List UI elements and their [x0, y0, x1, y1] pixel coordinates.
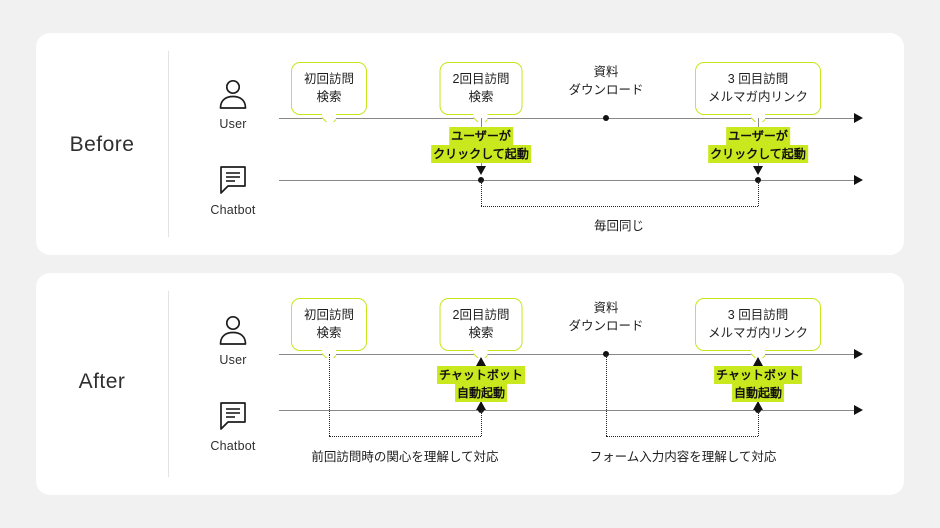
timeline-chatbot-arrowhead	[854, 175, 863, 185]
event-label-line1: 資料	[593, 65, 619, 79]
event-bubble-line1: 2回目訪問	[452, 72, 510, 86]
event-label-3: 資料 ダウンロード	[568, 299, 643, 335]
actor-user: User	[188, 309, 278, 367]
event-bubble-line1: 2回目訪問	[452, 308, 510, 322]
dotted-connector	[329, 354, 330, 436]
event-bubble-2[interactable]: 2回目訪問 検索	[439, 62, 523, 116]
timeline-chatbot-arrowhead	[854, 405, 863, 415]
actor-label-user: User	[219, 353, 247, 367]
user-icon	[188, 309, 278, 351]
timeline-user-arrowhead	[854, 113, 863, 123]
event-bubble-line2: メルマガ内リンク	[707, 90, 809, 105]
chat-bubble-icon	[188, 159, 278, 201]
actor-label-user: User	[219, 117, 247, 131]
event-bubble-1[interactable]: 初回訪問 検索	[290, 62, 368, 116]
flow-arrowhead-up-icon	[753, 401, 763, 410]
event-bubble-line1: 初回訪問	[303, 308, 355, 322]
event-label-line2: ダウンロード	[568, 319, 644, 334]
event-bubble-line2: メルマガ内リンク	[707, 326, 809, 341]
flow-arrowhead-up-icon	[476, 357, 486, 366]
dotted-connector	[758, 180, 759, 206]
flow-arrowhead-up-icon	[753, 357, 763, 366]
panel-divider	[168, 51, 169, 237]
actor-label-chatbot: Chatbot	[210, 439, 256, 453]
timeline-chatbot	[279, 410, 854, 411]
event-bubble-line1: 3 回目訪問	[727, 72, 789, 86]
actor-chatbot: Chatbot	[188, 159, 278, 217]
annotation-line1: チャットボット	[437, 366, 525, 384]
event-bubble-line1: 初回訪問	[303, 72, 355, 86]
flow-arrowhead-up-icon	[476, 401, 486, 410]
chat-bubble-icon	[188, 395, 278, 437]
dotted-connector	[758, 410, 759, 436]
annotation-line2: クリックして起動	[431, 145, 531, 163]
footnote-after-1: 前回訪問時の関心を理解して対応	[311, 450, 499, 464]
dotted-connector	[329, 436, 481, 437]
annotation-highlight-2: チャットボット 自動起動	[714, 366, 802, 402]
annotation-line1: ユーザーが	[449, 127, 513, 145]
event-bubble-4[interactable]: 3 回目訪問 メルマガ内リンク	[694, 62, 822, 116]
flow-arrowhead-down-icon	[753, 166, 763, 175]
annotation-line2: 自動起動	[454, 384, 508, 402]
timeline-chatbot	[279, 180, 854, 181]
user-icon	[188, 73, 278, 115]
event-label-3: 資料 ダウンロード	[568, 63, 643, 99]
timeline-user	[279, 354, 854, 355]
event-bubble-1[interactable]: 初回訪問 検索	[290, 298, 368, 352]
actor-user: User	[188, 73, 278, 131]
timeline-user-arrowhead	[854, 349, 863, 359]
flow-arrowhead-down-icon	[476, 166, 486, 175]
annotation-highlight-2: ユーザーが クリックして起動	[708, 127, 808, 163]
event-label-line2: ダウンロード	[568, 83, 644, 98]
event-dot	[603, 115, 609, 121]
annotation-line2: クリックして起動	[708, 145, 808, 163]
event-bubble-4[interactable]: 3 回目訪問 メルマガ内リンク	[694, 298, 822, 352]
footnote-before: 毎回同じ	[593, 219, 645, 233]
event-bubble-line2: 検索	[316, 90, 342, 105]
annotation-highlight-1: ユーザーが クリックして起動	[431, 127, 531, 163]
dotted-connector	[481, 410, 482, 436]
event-bubble-line2: 検索	[316, 326, 342, 341]
timeline-user	[279, 118, 854, 119]
event-label-line1: 資料	[593, 301, 619, 315]
bubble-tail-icon	[322, 113, 336, 122]
actor-label-chatbot: Chatbot	[210, 203, 256, 217]
panel-divider	[168, 291, 169, 477]
dotted-connector	[606, 354, 607, 436]
panel-title-before: Before	[69, 133, 135, 156]
event-bubble-line2: 検索	[468, 90, 494, 105]
dotted-connector	[606, 436, 758, 437]
annotation-highlight-1: チャットボット 自動起動	[437, 366, 525, 402]
annotation-line1: ユーザーが	[726, 127, 790, 145]
event-bubble-2[interactable]: 2回目訪問 検索	[439, 298, 523, 352]
before-panel-card: Before User Chatbot	[36, 33, 904, 255]
dotted-connector	[481, 206, 758, 207]
footnote-after-2: フォーム入力内容を理解して対応	[589, 450, 777, 464]
event-bubble-line1: 3 回目訪問	[727, 308, 789, 322]
actor-chatbot: Chatbot	[188, 395, 278, 453]
annotation-line2: 自動起動	[731, 384, 785, 402]
after-panel-card: After User Chatbot	[36, 273, 904, 495]
annotation-line1: チャットボット	[714, 366, 802, 384]
panel-title-after: After	[78, 370, 126, 393]
dotted-connector	[481, 180, 482, 206]
event-bubble-line2: 検索	[468, 326, 494, 341]
